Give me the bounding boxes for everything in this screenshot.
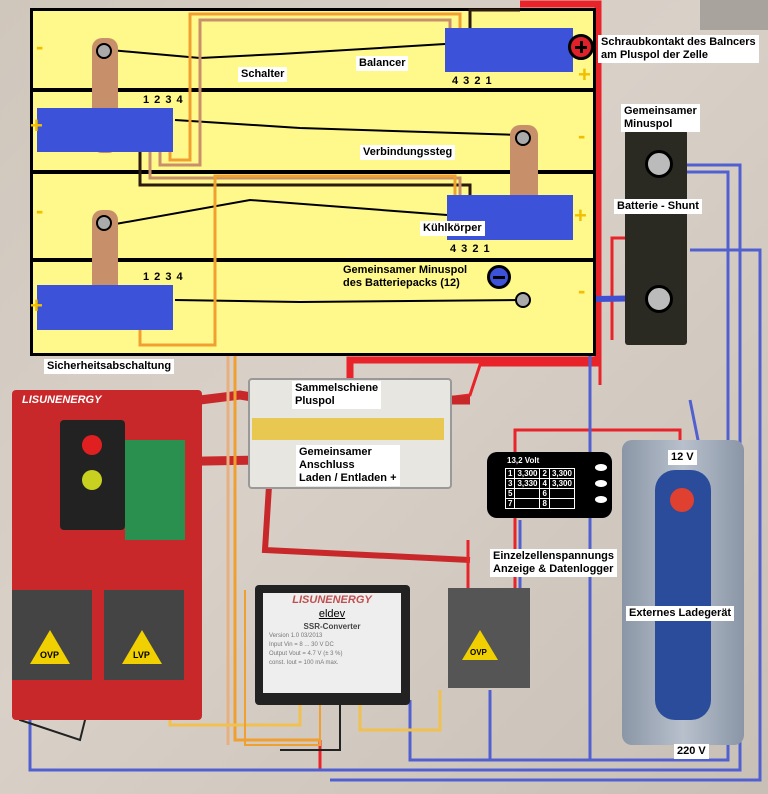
signal-wire xyxy=(244,590,321,746)
label-schalter: Schalter xyxy=(238,67,288,82)
label-12v: 12 V xyxy=(668,450,697,465)
pin-labels: 1 2 3 4 xyxy=(143,271,184,283)
plus-wire xyxy=(346,0,602,380)
spec-row: Version 1.0 03/2013 xyxy=(269,633,323,639)
red-led xyxy=(82,435,102,455)
plus-sign: + xyxy=(30,293,43,318)
spec-row: const. Iout = 100 mA max. xyxy=(269,660,339,666)
minus-wire xyxy=(330,248,762,782)
minus-sign: - xyxy=(36,198,44,223)
label-ladegeraet: Externes Ladegerät xyxy=(626,606,735,621)
yellow-led xyxy=(82,470,102,490)
cell-divider xyxy=(30,88,596,92)
plus-sign: + xyxy=(30,113,43,138)
balancer-4 xyxy=(37,285,173,330)
minus-icon xyxy=(487,265,511,289)
screw-icon xyxy=(96,43,112,59)
screw-icon xyxy=(645,150,673,178)
plus-wire xyxy=(261,469,471,563)
board-brand: LISUNENERGY xyxy=(22,394,102,406)
warning-icon xyxy=(462,630,498,660)
balancer-2 xyxy=(37,108,173,152)
pin-labels: 4 3 2 1 xyxy=(450,243,491,255)
screw-icon xyxy=(515,292,531,308)
label-220v: 220 V xyxy=(674,744,709,759)
busbar-strip xyxy=(252,418,444,440)
label-batterie-shunt: Batterie - Shunt xyxy=(614,199,702,214)
minus-sign: - xyxy=(578,123,586,148)
logger-button[interactable] xyxy=(595,464,607,471)
charger-logo xyxy=(670,488,694,512)
warning-icon xyxy=(122,630,162,664)
spec-row: Input Vin = 8 ... 30 V DC xyxy=(269,642,334,648)
label-kuehlkoerper: Kühlkörper xyxy=(420,221,485,236)
converter-name: SSR-Converter xyxy=(303,622,361,631)
logger-button[interactable] xyxy=(595,480,607,487)
balancer-1 xyxy=(445,28,573,72)
minus-wire xyxy=(408,170,730,762)
wall xyxy=(700,0,768,30)
minus-sign: - xyxy=(36,34,44,59)
plus-icon xyxy=(568,34,594,60)
relay-label: OVP xyxy=(40,650,60,660)
converter-maker: eldev xyxy=(318,608,346,620)
minus-wire xyxy=(28,163,742,772)
screw-icon xyxy=(645,285,673,313)
warning-icon xyxy=(30,630,70,664)
signal-wire xyxy=(358,690,442,732)
label-sicherheitsabschaltung: Sicherheitsabschaltung xyxy=(44,359,175,374)
ssr-converter: LISUNENERGY eldev SSR-Converter Version … xyxy=(255,585,410,705)
pin-labels: 1 2 3 4 xyxy=(143,94,184,106)
screw-icon xyxy=(515,130,531,146)
plus-sign: + xyxy=(574,203,587,228)
logger-title: 13,2 Volt xyxy=(507,456,540,465)
cell-divider xyxy=(30,258,596,262)
signal-wire xyxy=(280,700,341,751)
converter-brand: LISUNENERGY xyxy=(292,594,372,606)
pcb xyxy=(125,440,185,540)
minus-sign: - xyxy=(578,278,586,303)
logger-button[interactable] xyxy=(595,496,607,503)
relay-label: OVP xyxy=(470,648,487,657)
cell-divider xyxy=(30,170,596,174)
relay-label: LVP xyxy=(133,650,150,660)
spec-row: Output Vout = 4.7 V (± 3 %) xyxy=(269,651,343,657)
screw-icon xyxy=(96,215,112,231)
label-balancer: Balancer xyxy=(356,56,409,71)
label-verbindungssteg: Verbindungssteg xyxy=(360,145,456,160)
pin-labels: 4 3 2 1 xyxy=(452,75,493,87)
plus-sign: + xyxy=(578,62,591,87)
